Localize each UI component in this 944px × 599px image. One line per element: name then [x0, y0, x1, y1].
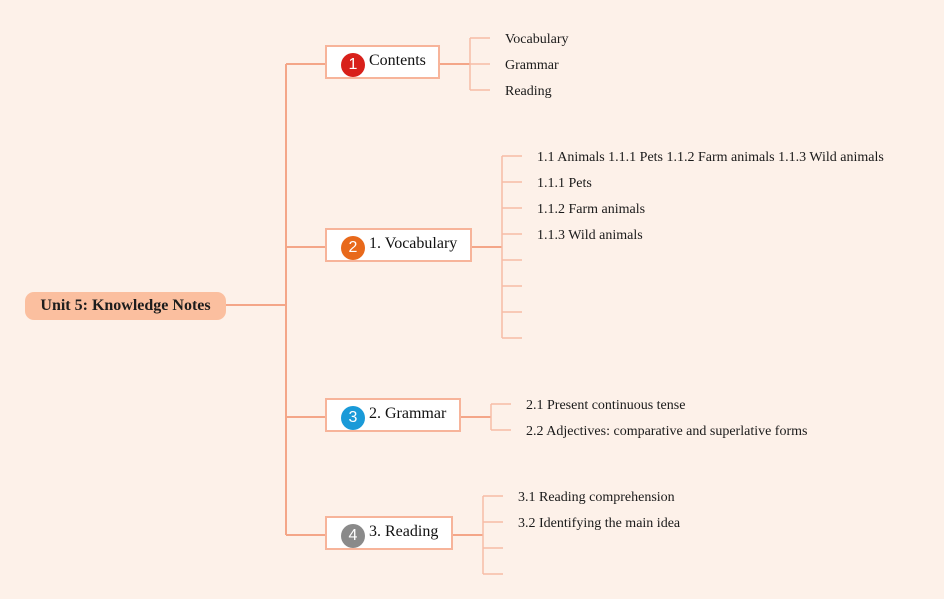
leaf-item[interactable]: 1.1 Animals 1.1.1 Pets 1.1.2 Farm animal…: [537, 150, 884, 165]
topic-label: 3. Reading: [369, 523, 439, 540]
number-badge-1: 1: [341, 53, 365, 77]
topic-contents[interactable]: 1 Contents: [325, 45, 440, 79]
topic-label: Contents: [369, 52, 426, 69]
leaf-item[interactable]: 1.1.3 Wild animals: [537, 228, 643, 243]
topic-reading[interactable]: 4 3. Reading: [325, 516, 453, 550]
topic-label: 2. Grammar: [369, 405, 447, 422]
leaf-item[interactable]: 3.1 Reading comprehension: [518, 490, 675, 505]
topic-label: 1. Vocabulary: [369, 235, 458, 252]
leaf-item[interactable]: 1.1.1 Pets: [537, 176, 592, 191]
topic-vocabulary[interactable]: 2 1. Vocabulary: [325, 228, 472, 262]
leaf-item[interactable]: 3.2 Identifying the main idea: [518, 516, 681, 531]
leaf-item[interactable]: Reading: [505, 84, 552, 99]
leaf-item[interactable]: Vocabulary: [505, 32, 569, 47]
leaf-item[interactable]: 2.1 Present continuous tense: [526, 398, 686, 413]
number-badge-2: 2: [341, 236, 365, 260]
number-badge-3: 3: [341, 406, 365, 430]
root-node[interactable]: Unit 5: Knowledge Notes: [25, 292, 226, 320]
topic-grammar[interactable]: 3 2. Grammar: [325, 398, 461, 432]
leaf-item[interactable]: Grammar: [505, 58, 559, 73]
number-badge-4: 4: [341, 524, 365, 548]
leaf-item[interactable]: 2.2 Adjectives: comparative and superlat…: [526, 424, 808, 439]
leaf-item[interactable]: 1.1.2 Farm animals: [537, 202, 646, 217]
